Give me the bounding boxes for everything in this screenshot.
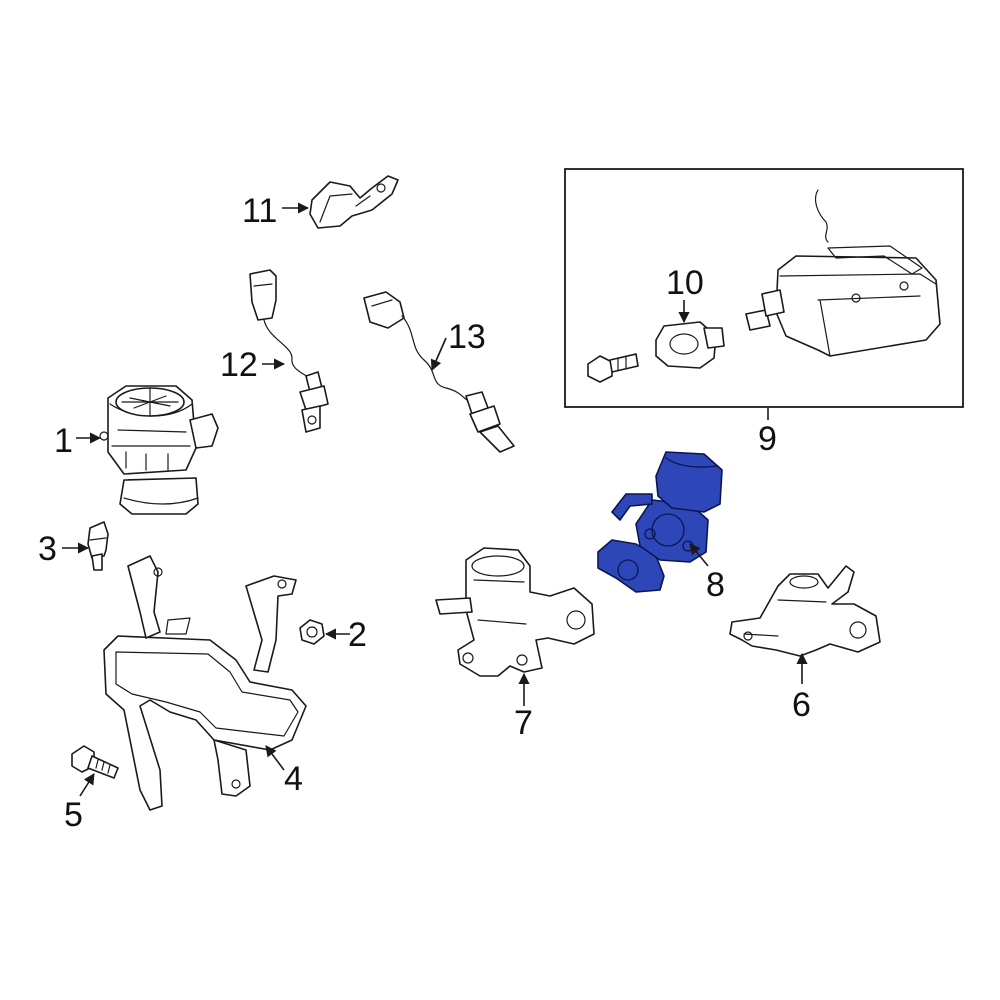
part-7-valve [435,547,595,677]
part-1-air-pump [99,385,219,515]
callout-3: 3 [38,530,57,568]
callout-1: 1 [54,422,73,460]
callout-9: 9 [758,420,777,458]
part-9-bolt [587,353,639,383]
part-4-bracket [103,555,307,811]
part-13-oxygen-sensor [363,291,515,453]
part-11-sensor-bracket [309,175,399,229]
part-6-valve [729,565,881,657]
part-9-canister [745,189,941,357]
callout-10: 10 [666,264,704,302]
callout-6: 6 [792,686,811,724]
callout-8: 8 [706,566,725,604]
part-2-nut [299,619,325,645]
leader-5 [79,773,95,797]
part-10-vsv [655,321,725,369]
part-8-egr-valve-highlighted [597,451,723,593]
callout-7: 7 [514,704,533,742]
leader-13 [430,337,447,372]
part-5-bolt [71,745,119,779]
leader-4 [265,745,285,771]
callout-4: 4 [284,760,303,798]
part-3-clip [87,521,109,571]
callouts: 1 2 3 4 5 6 7 8 9 10 11 12 13 [38,192,811,834]
callout-12: 12 [220,346,258,384]
part-12-oxygen-sensor [249,269,329,433]
leader-8 [689,543,709,567]
leader-lines [62,202,808,797]
callout-2: 2 [348,616,367,654]
part-9-group-frame [564,168,964,408]
callout-13: 13 [448,318,486,356]
callout-5: 5 [64,796,83,834]
callout-11: 11 [242,192,277,230]
